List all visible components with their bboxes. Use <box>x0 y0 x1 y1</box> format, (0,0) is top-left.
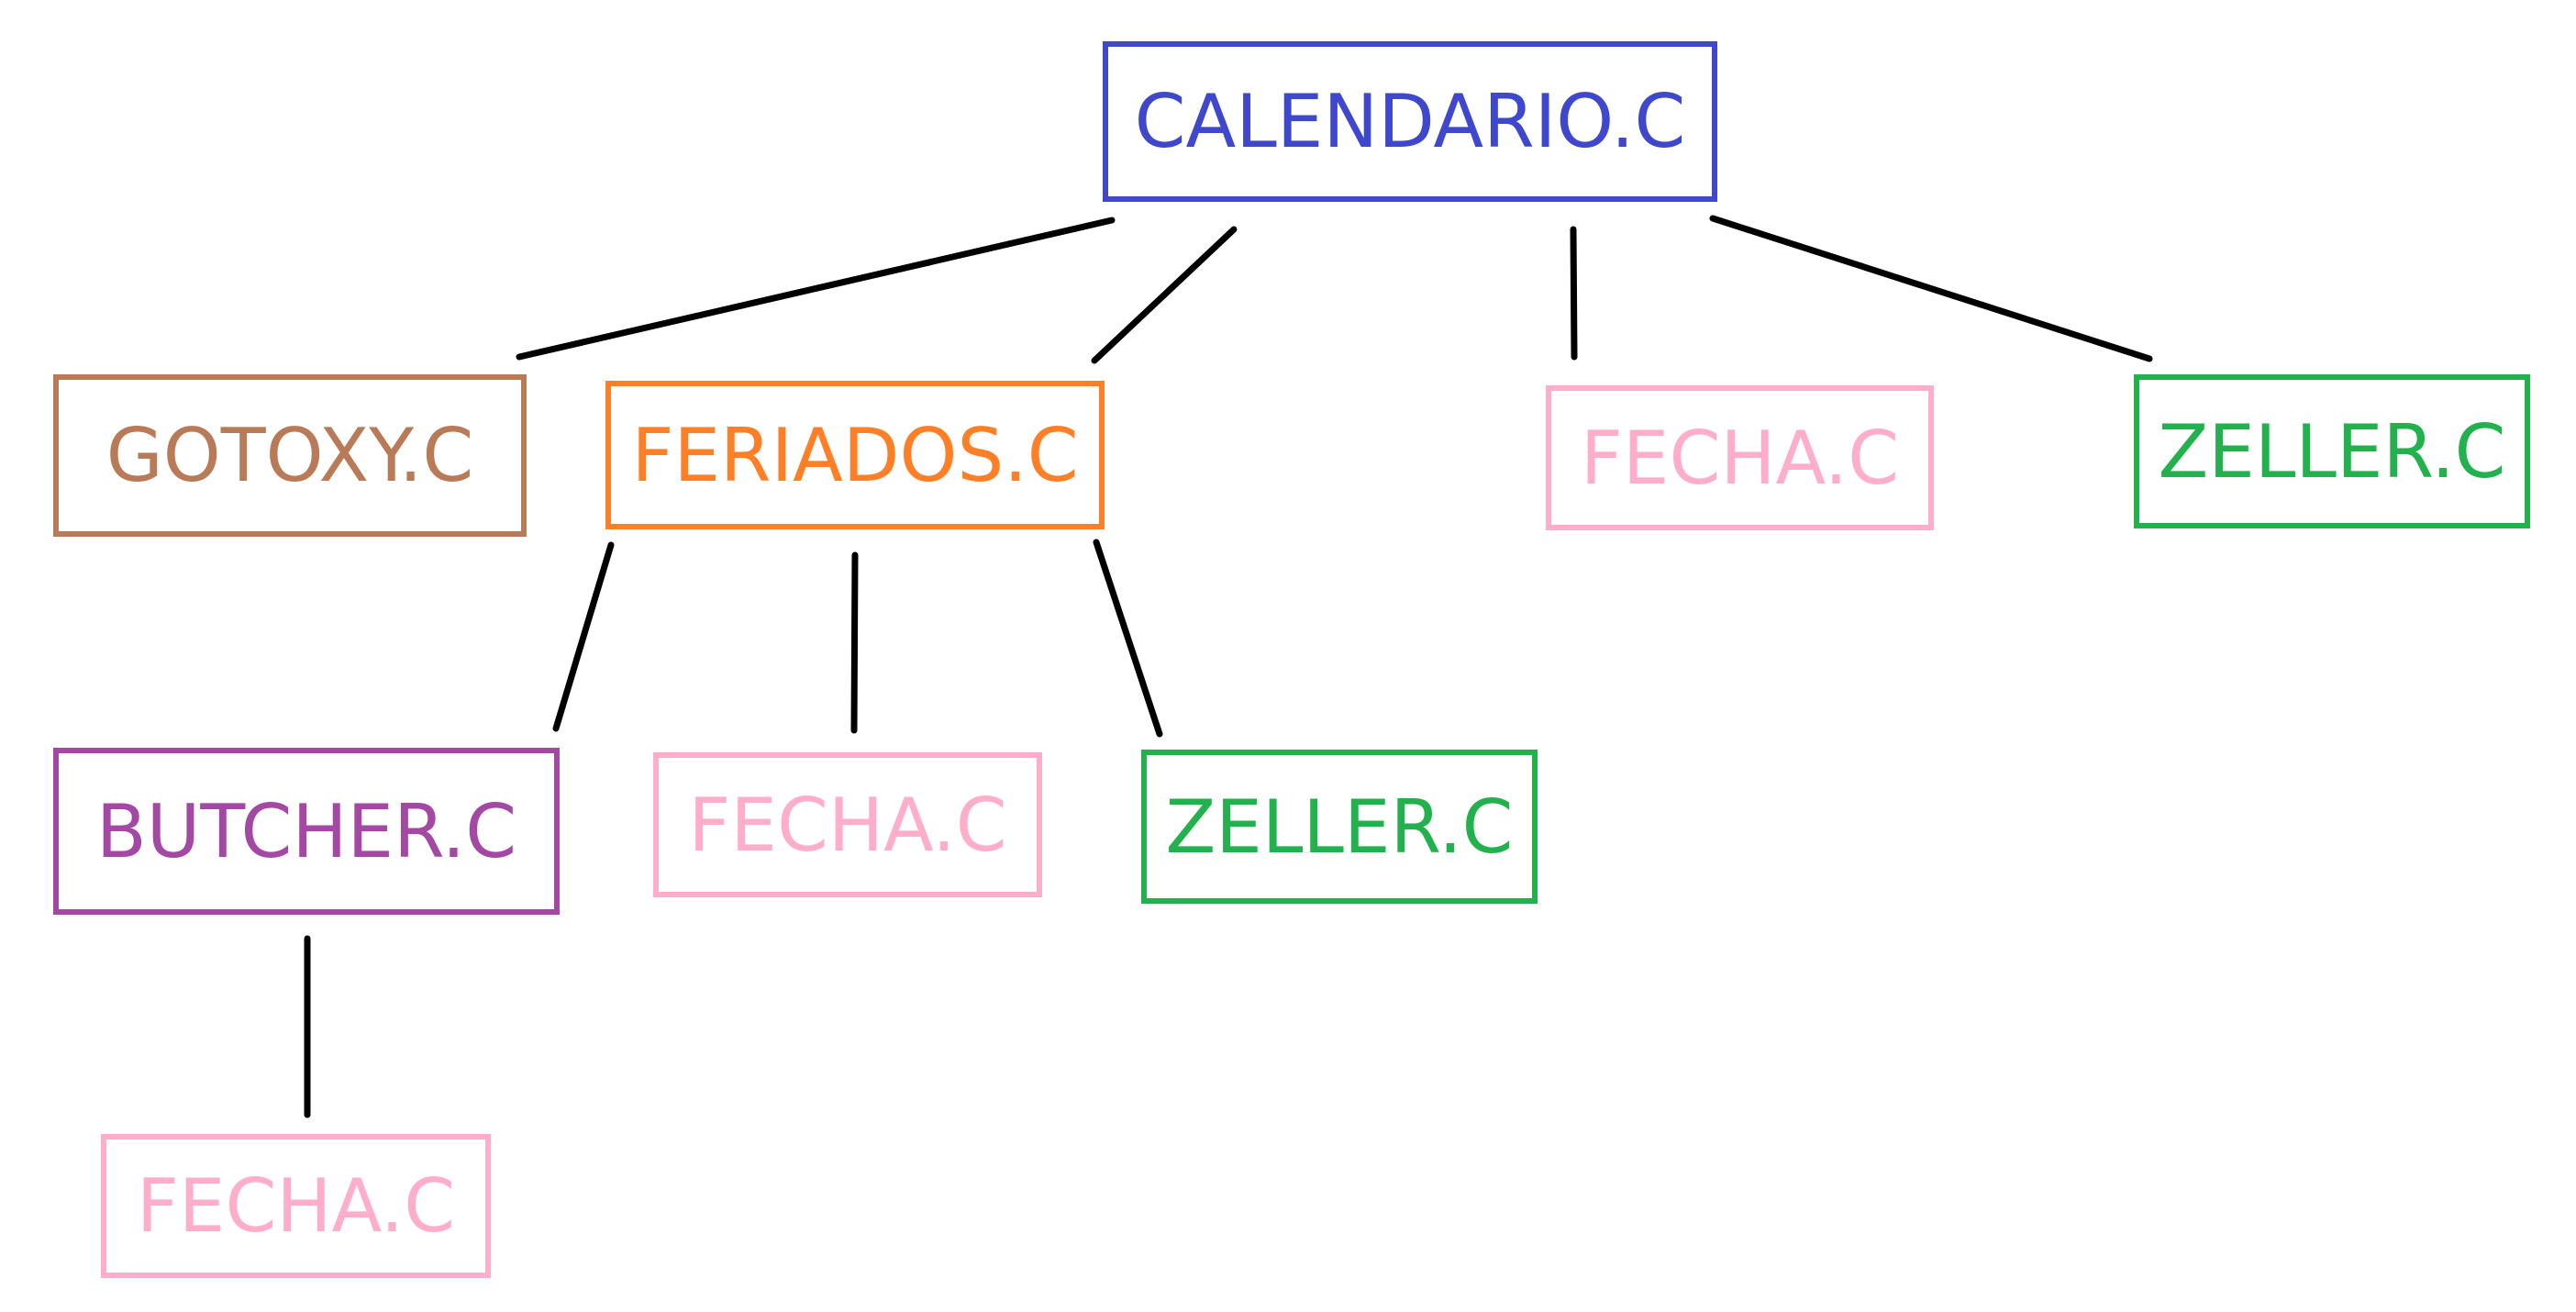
node-feriados: FERIADOS.C <box>605 381 1105 529</box>
node-zeller-middle: ZELLER.C <box>1141 750 1538 904</box>
node-fecha-right-label: FECHA.C <box>1580 415 1900 501</box>
node-fecha-middle-label: FECHA.C <box>688 782 1007 868</box>
node-zeller-right-label: ZELLER.C <box>2158 408 2506 495</box>
node-gotoxy-label: GOTOXY.C <box>105 413 474 498</box>
node-calendario: CALENDARIO.C <box>1103 41 1717 202</box>
node-fecha-right: FECHA.C <box>1546 385 1934 530</box>
edge-feriados-zeller <box>1093 539 1163 738</box>
node-calendario-label: CALENDARIO.C <box>1134 79 1686 164</box>
edge-calendario-zeller <box>1709 215 2153 362</box>
node-fecha-middle: FECHA.C <box>653 752 1042 897</box>
node-zeller-middle-label: ZELLER.C <box>1165 784 1514 870</box>
node-fecha-bottom-label: FECHA.C <box>136 1163 456 1249</box>
edge-feriados-fecha <box>850 551 859 734</box>
node-butcher-label: BUTCHER.C <box>95 788 517 874</box>
edge-calendario-feriados <box>1091 226 1238 364</box>
edge-feriados-butcher <box>552 541 615 732</box>
node-butcher: BUTCHER.C <box>53 748 560 915</box>
edge-calendario-fecha <box>1570 226 1578 361</box>
node-feriados-label: FERIADOS.C <box>631 412 1079 498</box>
edge-calendario-gotoxy <box>516 217 1116 361</box>
node-zeller-right: ZELLER.C <box>2134 374 2530 528</box>
node-fecha-bottom: FECHA.C <box>101 1134 491 1278</box>
node-gotoxy: GOTOXY.C <box>53 374 527 537</box>
